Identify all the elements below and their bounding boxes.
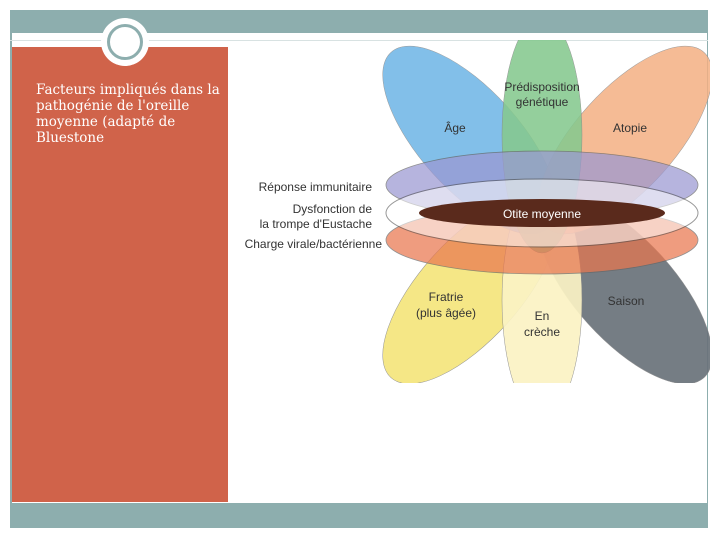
label-saison: Saison (608, 294, 645, 308)
slide-caption: Facteurs impliqués dans la pathogénie de… (36, 82, 220, 146)
center-label: Otite moyenne (503, 207, 581, 221)
center-otite-moyenne (419, 199, 665, 227)
caption-panel (12, 47, 228, 502)
decorative-ring-icon (101, 18, 149, 66)
header-rule (10, 40, 708, 41)
label-creche-line1: En (535, 309, 550, 323)
label-fratrie-line1: Fratrie (429, 290, 464, 304)
label-reponse-immunitaire: Réponse immunitaire (259, 180, 373, 194)
label-atopie: Atopie (613, 121, 647, 135)
label-age: Âge (444, 120, 466, 135)
label-predisposition-line1: Prédisposition (504, 80, 579, 94)
label-predisposition-line2: génétique (516, 95, 569, 109)
label-charge-virale: Charge virale/bactérienne (245, 237, 383, 251)
label-trompe-line1: Dysfonction de (293, 202, 373, 216)
label-fratrie-line2: (plus âgée) (416, 306, 476, 320)
label-creche-line2: crèche (524, 325, 560, 339)
label-trompe-line2: la trompe d'Eustache (260, 217, 373, 231)
